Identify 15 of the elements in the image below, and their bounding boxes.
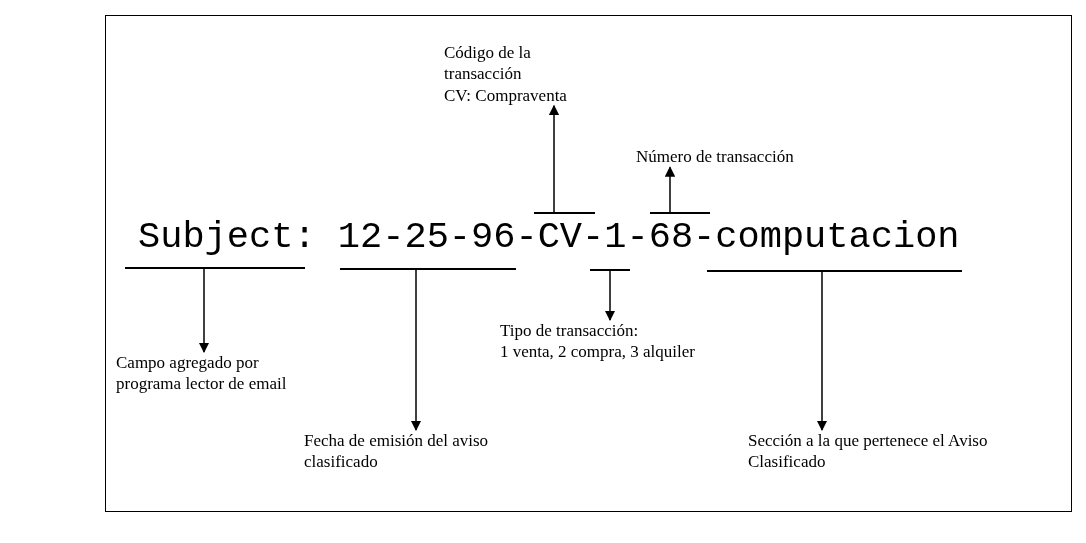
arrow (548, 104, 560, 213)
annotation-text: CV: Compraventa (444, 84, 567, 106)
arrow (198, 268, 210, 354)
annotation-text: Fecha de emisión del aviso clasificado (304, 430, 490, 473)
arrow (664, 166, 676, 213)
arrow (604, 270, 616, 322)
arrow (816, 271, 828, 432)
annotation-text: Tipo de transacción: (500, 320, 639, 342)
annotation-text: Sección a la que pertenece el Aviso Clasificado (748, 430, 989, 473)
subject-line-text: Subject: 12-25-96-CV-1-68-computacion (138, 219, 960, 256)
annotation-text: Número de transacción (636, 146, 794, 168)
annotation-text: Campo agregado por programa lector de email (116, 352, 288, 395)
annotation-text: 1 venta, 2 compra, 3 alquiler (500, 341, 695, 363)
arrow (410, 269, 422, 432)
annotation-text: Código de la transacción (444, 42, 532, 85)
